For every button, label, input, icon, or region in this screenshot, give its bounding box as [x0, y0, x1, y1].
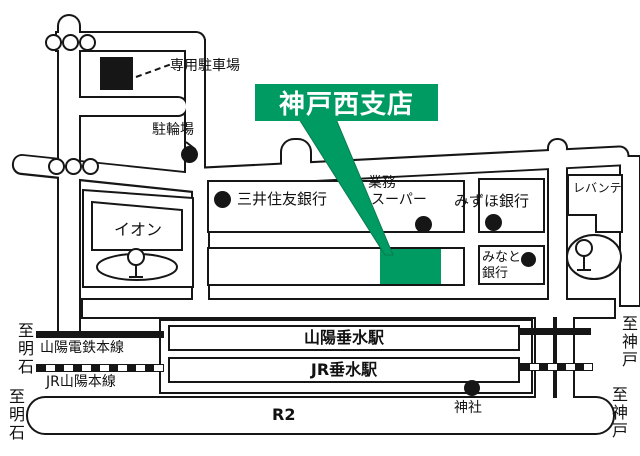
branch-name-banner: 神戸西支店 [255, 84, 438, 121]
jr-railway-east [520, 363, 593, 371]
gyomu-super-label-line1: 業務 [368, 175, 396, 191]
mizuho-bank-label: みずほ銀行 [454, 192, 530, 210]
smbc-bank-label: 三井住友銀行 [237, 190, 328, 208]
private-parking-block [100, 57, 133, 90]
traffic-signal-icon [65, 158, 82, 175]
to-kobe-rail-label: 至神戸 [619, 315, 638, 369]
road-vertical-far-east-fill [621, 157, 639, 305]
traffic-signal-icon [62, 34, 79, 51]
gyomu-super-dot [415, 216, 432, 233]
road-route2-fill [28, 398, 613, 433]
east-rotary [566, 234, 622, 280]
aeon-label: イオン [113, 220, 162, 239]
smbc-dot [214, 191, 231, 208]
traffic-signal-icon [82, 158, 99, 175]
private-parking-label: 専用駐車場 [170, 58, 240, 74]
road-bottom-horizontal-fill [83, 300, 614, 317]
minato-bank-label-line2: 銀行 [482, 266, 509, 281]
route2-label: R2 [272, 405, 296, 424]
sanyo-tarumi-station-label: 山陽垂水駅 [303, 327, 384, 347]
bicycle-parking-label: 駐輪場 [152, 122, 194, 138]
to-akashi-rail-label: 至明石 [15, 322, 34, 376]
shrine-label: 神社 [454, 400, 482, 416]
sanyo-tarumi-station-box: 山陽垂水駅 [168, 325, 520, 351]
minato-dot [521, 252, 536, 267]
road-vertical-mid-east-fill [549, 140, 566, 308]
gyomu-super-label-line2: スーパー [371, 192, 427, 208]
road-deadend-stub-fill [79, 98, 186, 115]
jr-railway-west [36, 364, 164, 372]
jr-tarumi-station-box: JR垂水駅 [168, 357, 520, 383]
jr-tarumi-station-label: JR垂水駅 [310, 359, 378, 379]
bicycle-parking-dot [181, 146, 198, 163]
traffic-signal-icon [79, 34, 96, 51]
to-akashi-road-label: 至明石 [6, 388, 25, 442]
jr-sanyo-main-line-label: JR山陽本線 [46, 374, 116, 390]
shrine-dot [464, 380, 480, 396]
road-bicycle-stub-fill [282, 140, 310, 176]
to-kobe-road-label: 至神戸 [609, 386, 628, 440]
mizuho-dot [485, 214, 502, 231]
aeon-building [91, 200, 183, 251]
road-vertical-center-fill [193, 172, 208, 308]
traffic-signal-icon [48, 158, 65, 175]
minato-block [478, 245, 545, 285]
aeon-monument-icon [127, 248, 145, 266]
sanyo-main-line-label: 山陽電鉄本線 [40, 340, 124, 356]
sanyo-railway-east [520, 328, 591, 335]
traffic-signal-icon [45, 34, 62, 51]
levante-label: レバンテ [573, 181, 622, 195]
levante-building [567, 174, 623, 233]
sanyo-railway-west [36, 331, 164, 338]
road-parking-vertical-fill [186, 41, 204, 180]
east-monument-icon [575, 239, 593, 257]
minato-bank-label-line1: みなと [482, 250, 522, 265]
